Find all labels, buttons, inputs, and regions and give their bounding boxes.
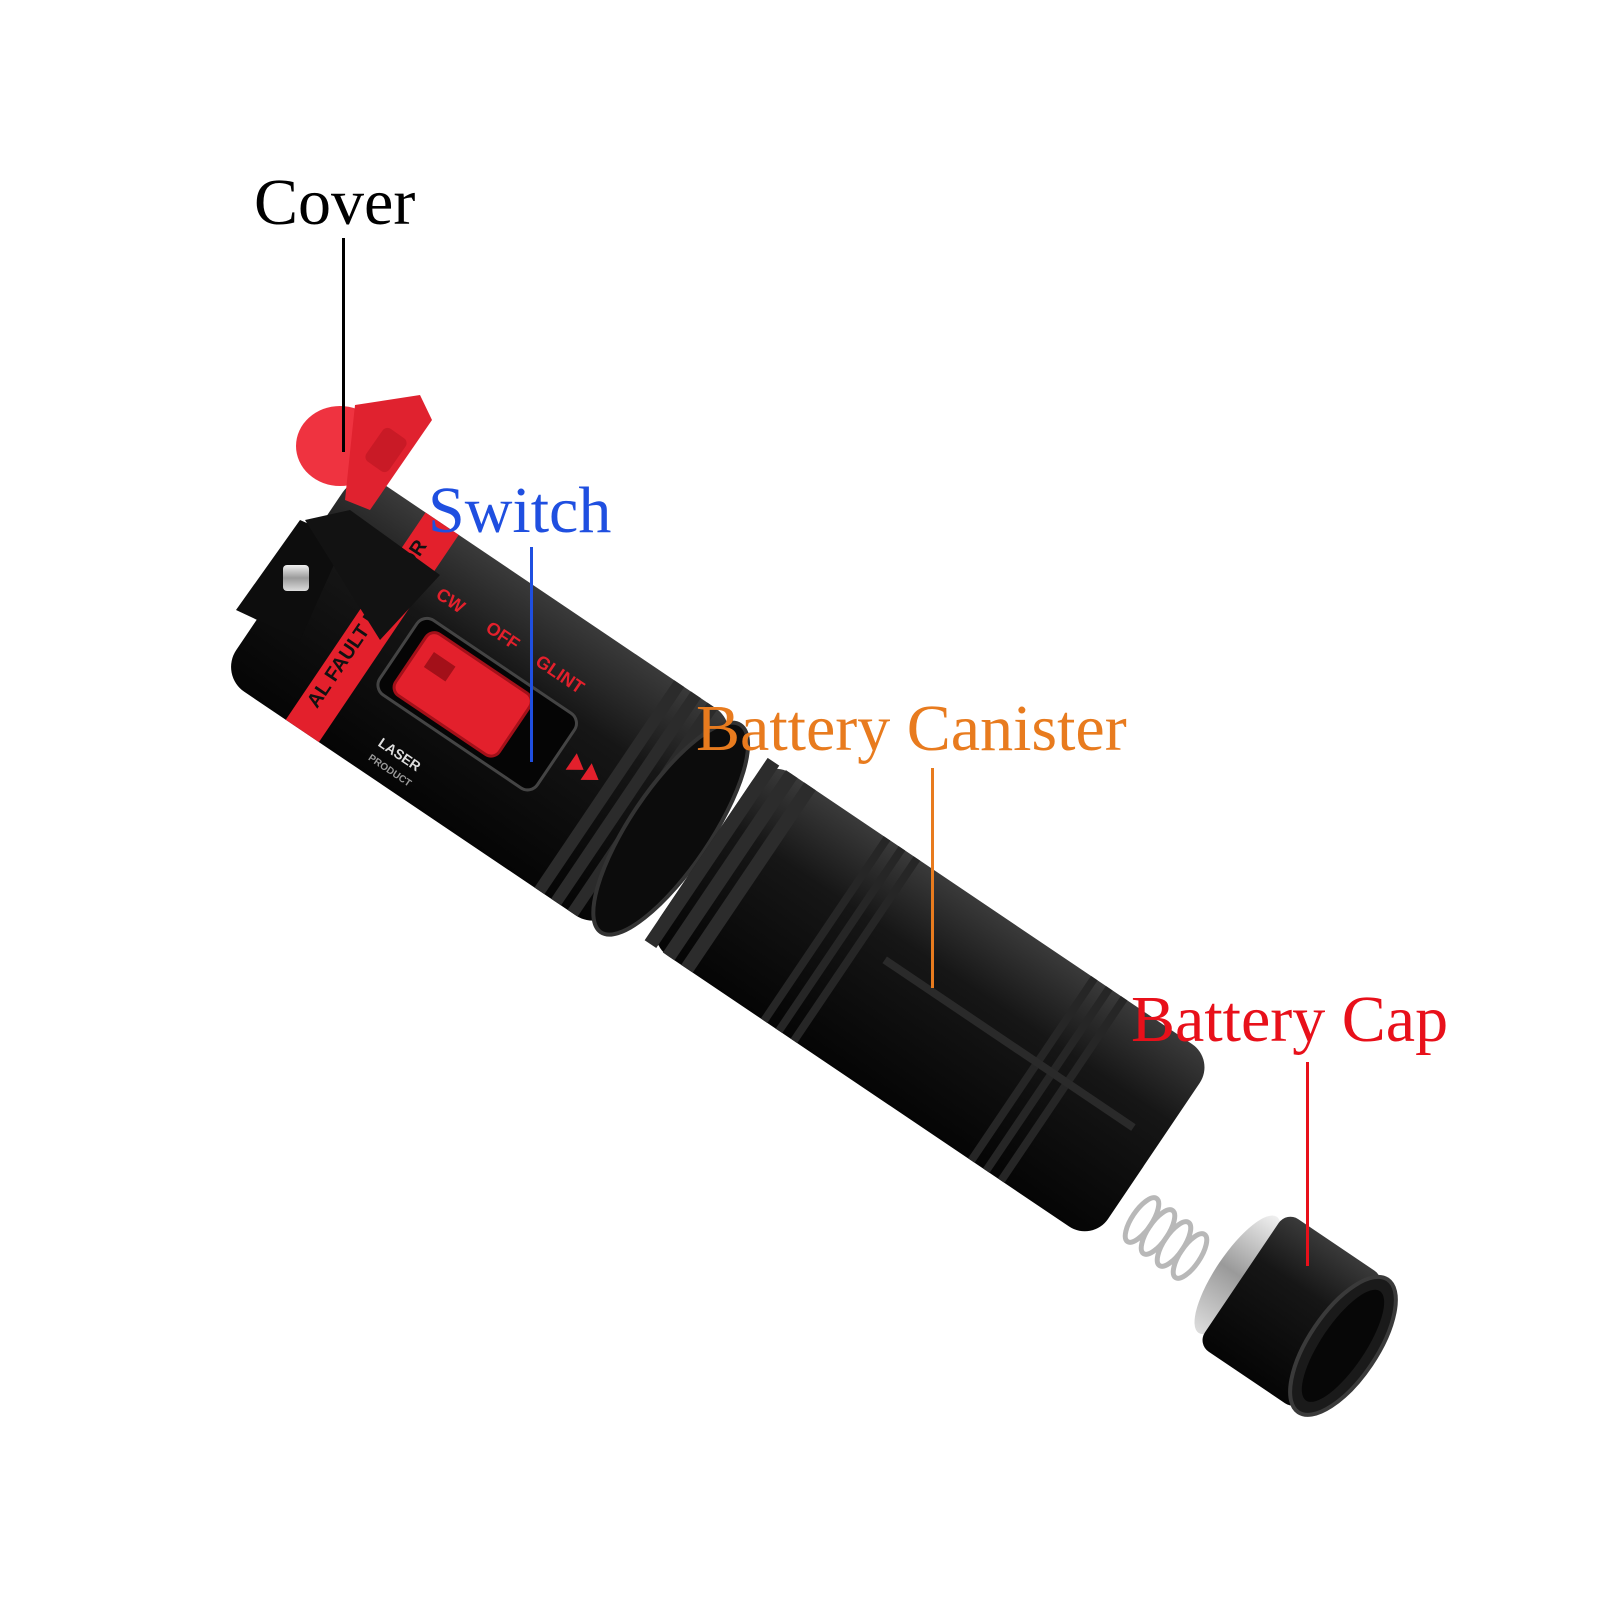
battery-canister-leader-line xyxy=(931,768,934,988)
switch-callout-label: Switch xyxy=(428,474,612,547)
canister-threads xyxy=(644,757,816,973)
cover-leader-line xyxy=(342,238,345,452)
cover-callout-label: Cover xyxy=(254,166,416,239)
spring xyxy=(1122,1195,1210,1281)
switch-leader-line xyxy=(530,547,533,762)
battery-cap-callout-label: Battery Cap xyxy=(1131,983,1449,1056)
chevron-marks xyxy=(565,753,599,780)
battery-cap-body xyxy=(1194,1215,1398,1417)
ferrule xyxy=(283,565,309,591)
dust-cover[interactable] xyxy=(296,395,432,510)
connector-nose xyxy=(236,510,440,640)
battery-canister-callout-label: Battery Canister xyxy=(696,692,1127,765)
battery-canister-body xyxy=(644,757,1205,1232)
battery-cap-leader-line xyxy=(1306,1062,1309,1266)
